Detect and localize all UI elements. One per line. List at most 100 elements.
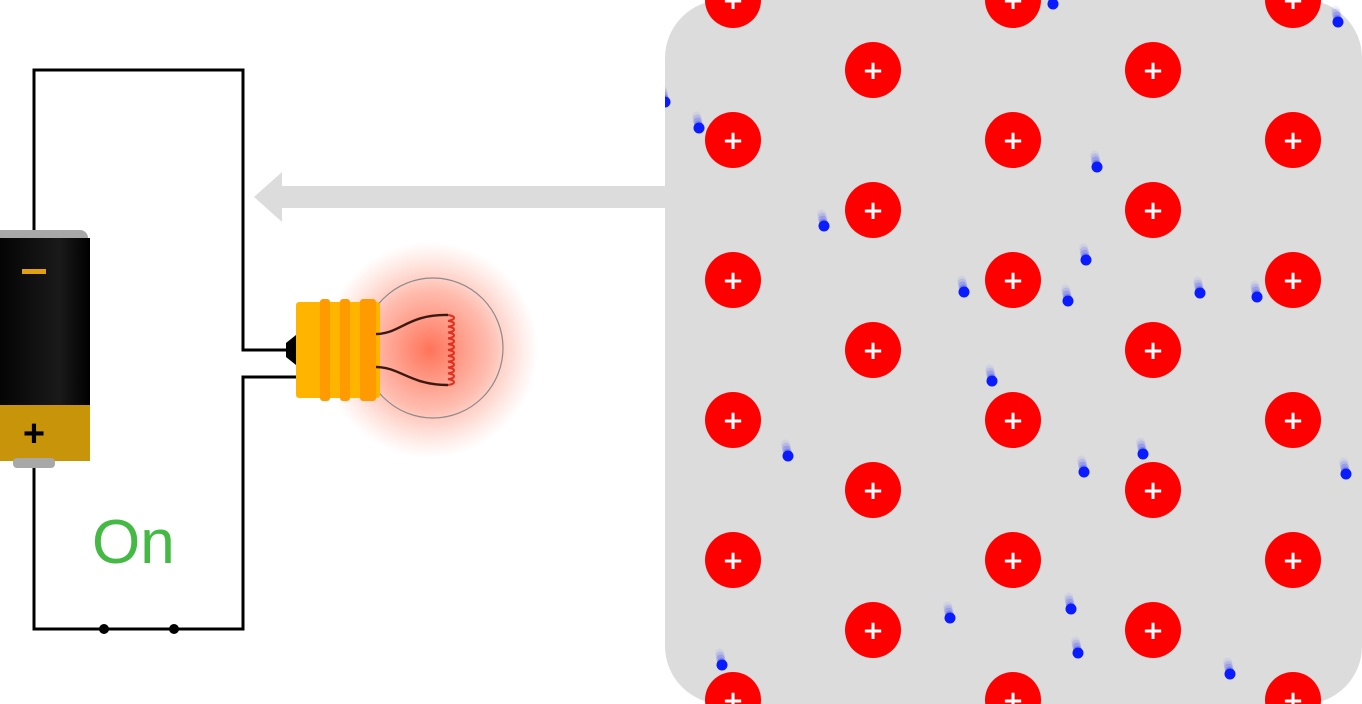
positive-ion: + [985, 532, 1041, 588]
light-bulb [286, 242, 538, 458]
electron [781, 439, 794, 462]
positive-ion: + [1125, 42, 1181, 98]
positive-ion: + [1125, 322, 1181, 378]
circuit-diagram: + [0, 68, 665, 634]
electron [1079, 243, 1092, 266]
svg-text:+: + [1002, 266, 1024, 296]
positive-ion: + [705, 252, 761, 308]
electron [1077, 455, 1090, 478]
positive-ion: + [705, 112, 761, 168]
bulb-tip [286, 335, 296, 365]
positive-ion: + [1265, 392, 1321, 448]
electron [957, 275, 970, 298]
svg-text:+: + [1142, 616, 1164, 646]
electron [692, 111, 705, 134]
bulb-socket-ring-2 [340, 299, 350, 401]
svg-text:+: + [722, 126, 744, 156]
positive-ion: + [845, 462, 901, 518]
positive-ion: + [705, 532, 761, 588]
svg-text:+: + [722, 0, 744, 16]
svg-text:+: + [722, 686, 744, 704]
electron [1071, 636, 1084, 659]
positive-ion: + [705, 0, 761, 28]
bulb-socket-ring-1 [320, 299, 330, 401]
positive-ion: + [1125, 182, 1181, 238]
positive-ion: + [1265, 0, 1321, 28]
bulb-socket-ring-3 [360, 299, 376, 401]
positive-ion: + [985, 672, 1041, 704]
electron [1193, 276, 1206, 299]
battery-base [0, 405, 90, 461]
electron [1223, 657, 1236, 680]
lattice-background [665, 0, 1362, 704]
svg-text:+: + [1282, 406, 1304, 436]
positive-ion: + [1265, 672, 1321, 704]
ion-layer: + + + + + + + + + + + + + + + + + + + + + + + + + + + + [705, 0, 1321, 704]
svg-text:+: + [1142, 336, 1164, 366]
electron [665, 86, 671, 108]
electron [1061, 284, 1074, 307]
electron [943, 601, 956, 624]
svg-text:+: + [862, 476, 884, 506]
switch[interactable] [99, 624, 179, 634]
switch-contact-left[interactable] [99, 624, 109, 634]
positive-ion: + [985, 0, 1041, 28]
svg-text:+: + [1282, 686, 1304, 704]
positive-ion: + [1125, 602, 1181, 658]
positive-ion: + [985, 392, 1041, 448]
svg-text:+: + [722, 406, 744, 436]
svg-text:+: + [1282, 266, 1304, 296]
positive-ion: + [985, 252, 1041, 308]
switch-contact-right[interactable] [169, 624, 179, 634]
svg-text:+: + [1282, 546, 1304, 576]
positive-ion: + [845, 42, 901, 98]
electron [1136, 437, 1149, 460]
battery: + [0, 230, 90, 468]
battery-body [0, 238, 90, 408]
electron [985, 364, 998, 387]
svg-text:+: + [1002, 126, 1024, 156]
positive-ion: + [845, 602, 901, 658]
positive-ion: + [705, 392, 761, 448]
svg-text:+: + [862, 336, 884, 366]
bulb-glow [322, 242, 538, 458]
electron [1339, 457, 1352, 480]
battery-positive-terminal [13, 458, 55, 468]
svg-text:+: + [1002, 406, 1024, 436]
switch-state-label: On [92, 508, 175, 577]
bulb-filament [447, 314, 455, 386]
positive-ion: + [1125, 462, 1181, 518]
positive-ion: + [845, 182, 901, 238]
positive-ion: + [1265, 532, 1321, 588]
battery-minus-mark [22, 269, 46, 274]
svg-text:+: + [1282, 126, 1304, 156]
positive-ion: + [1265, 252, 1321, 308]
electron [715, 648, 728, 671]
svg-text:+: + [862, 196, 884, 226]
positive-ion: + [705, 672, 761, 704]
positive-ion: + [985, 112, 1041, 168]
electron [1090, 150, 1103, 173]
metal-lattice-panel: + + + + + + + + + + + + + + + + + + + + + + + + + + + + [665, 0, 1362, 704]
positive-ion: + [845, 322, 901, 378]
electron [1064, 592, 1077, 615]
electron [1047, 0, 1059, 10]
lattice-view: + + + + + + + + + + + + + + + + + + + + + + + + + + + + [665, 0, 1362, 704]
bulb-lead-lower [375, 365, 449, 387]
svg-text:+: + [1002, 0, 1024, 16]
svg-text:+: + [1142, 56, 1164, 86]
bottom-wire [32, 375, 300, 631]
arrow-left-icon [254, 172, 665, 222]
electron-layer [665, 0, 1352, 680]
top-wire [32, 68, 290, 352]
svg-text:+: + [722, 266, 744, 296]
bulb-lead-upper [375, 313, 449, 336]
electron [817, 209, 830, 232]
battery-plus-label: + [23, 413, 45, 455]
svg-text:+: + [722, 546, 744, 576]
svg-text:+: + [1142, 476, 1164, 506]
svg-text:+: + [1002, 546, 1024, 576]
svg-text:+: + [1282, 0, 1304, 16]
svg-text:+: + [862, 56, 884, 86]
